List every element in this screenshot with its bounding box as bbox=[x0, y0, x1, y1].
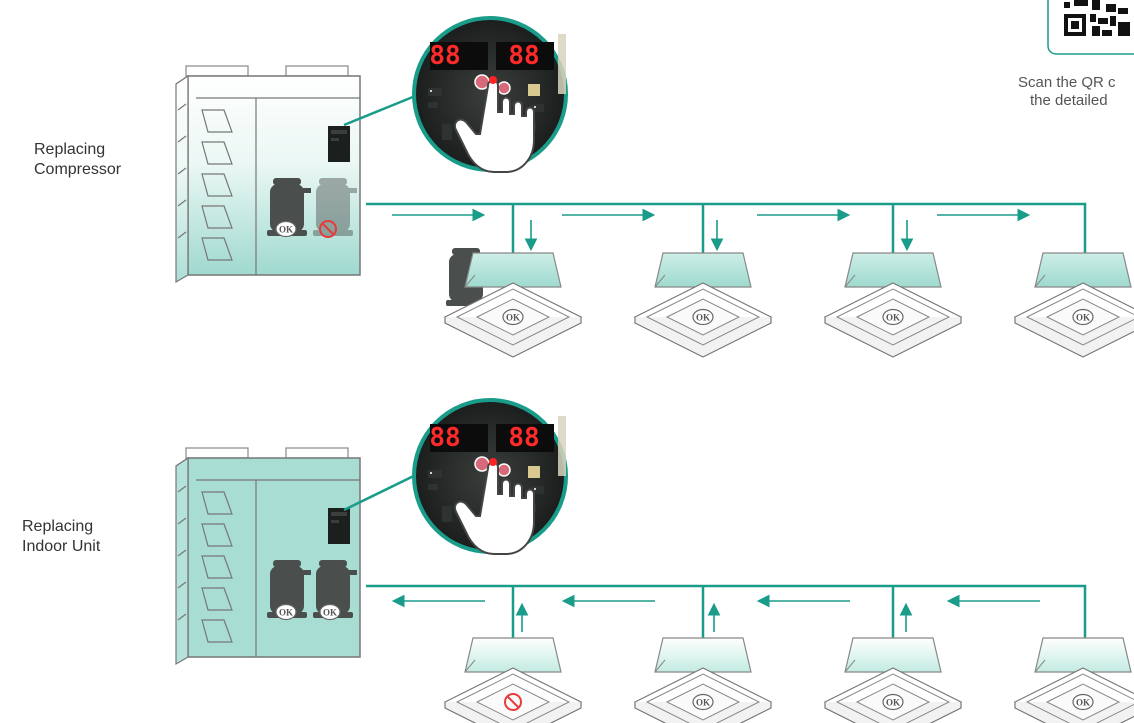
label-line-2: Compressor bbox=[34, 160, 121, 180]
ok-badge-icon bbox=[276, 222, 296, 237]
ok-badge-icon bbox=[693, 310, 713, 325]
display-digits-right: 88 bbox=[508, 41, 539, 71]
display-digits-left: 88 bbox=[429, 423, 460, 453]
indoor-unit-3 bbox=[825, 253, 961, 357]
indoor-unit-4 bbox=[1015, 638, 1134, 723]
controller-zoom: 88 88 bbox=[414, 18, 566, 172]
qr-caption-line-1: Scan the QR c bbox=[1018, 74, 1134, 92]
ok-badge-icon bbox=[883, 310, 903, 325]
controller-zoom: 88 88 bbox=[414, 400, 566, 554]
indoor-unit-4 bbox=[1015, 253, 1134, 357]
qr-caption: Scan the QR c the detailed bbox=[1018, 74, 1134, 110]
outdoor-unit bbox=[176, 448, 360, 664]
indoor-unit-1-failed bbox=[445, 638, 581, 723]
indoor-unit-2 bbox=[635, 638, 771, 723]
display-digits-right: 88 bbox=[508, 423, 539, 453]
ok-badge-icon bbox=[883, 695, 903, 710]
qr-caption-line-2: the detailed bbox=[1018, 92, 1134, 110]
label-line-1: Replacing bbox=[22, 517, 100, 537]
indoor-section: 88 88 bbox=[176, 400, 1134, 723]
label-line-1: Replacing bbox=[34, 140, 121, 160]
label-replacing-indoor-unit: Replacing Indoor Unit bbox=[22, 517, 100, 557]
display-digits-left: 88 bbox=[429, 41, 460, 71]
indoor-unit-2 bbox=[635, 253, 771, 357]
flow-arrow-icon bbox=[395, 601, 1040, 632]
qr-code-icon[interactable] bbox=[1048, 0, 1134, 54]
compressor-section: 88 88 bbox=[176, 18, 1134, 357]
ok-badge-icon bbox=[693, 695, 713, 710]
indoor-unit-3 bbox=[825, 638, 961, 723]
label-line-2: Indoor Unit bbox=[22, 537, 100, 557]
label-replacing-compressor: Replacing Compressor bbox=[34, 140, 121, 180]
ok-badge-icon bbox=[1073, 695, 1093, 710]
ok-badge-icon bbox=[320, 605, 340, 620]
ok-badge-icon bbox=[503, 310, 523, 325]
ok-badge-icon bbox=[1073, 310, 1093, 325]
ok-badge-icon bbox=[276, 605, 296, 620]
flow-arrow-icon bbox=[392, 215, 1027, 248]
